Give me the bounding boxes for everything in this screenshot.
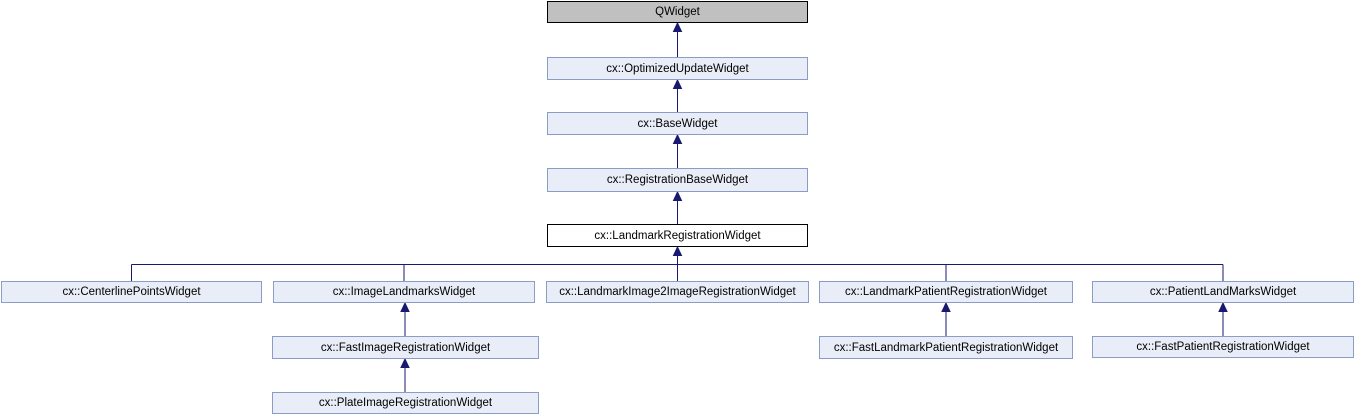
- edge-landmarkregistrationwidget-to-registrationbasewidget: [672, 190, 683, 224]
- edge-basewidget-to-optimizedupdatewidget: [672, 78, 683, 112]
- edge-registrationbasewidget-to-basewidget: [672, 133, 683, 168]
- node-cx-basewidget[interactable]: cx::BaseWidget: [547, 112, 808, 135]
- edge-optimizedupdatewidget-to-qwidget: [672, 21, 683, 57]
- node-qwidget: QWidget: [547, 1, 808, 23]
- node-cx-plateimageregistrationwidget[interactable]: cx::PlateImageRegistrationWidget: [272, 392, 539, 414]
- node-cx-fastimageregistrationwidget[interactable]: cx::FastImageRegistrationWidget: [272, 336, 539, 359]
- node-cx-landmarkpatientregistrationwidget[interactable]: cx::LandmarkPatientRegistrationWidget: [819, 281, 1073, 303]
- edge-subclasses-bus: [131, 245, 1224, 281]
- edge-plateimageregistrationwidget-to-fastimageregistrationwidget: [400, 357, 410, 392]
- node-cx-landmarkimage2imageregistrationwidget[interactable]: cx::LandmarkImage2ImageRegistrationWidge…: [546, 281, 809, 303]
- node-cx-optimizedupdatewidget[interactable]: cx::OptimizedUpdateWidget: [547, 57, 808, 80]
- node-cx-imagelandmarkswidget[interactable]: cx::ImageLandmarksWidget: [273, 281, 535, 303]
- node-cx-registrationbasewidget[interactable]: cx::RegistrationBaseWidget: [547, 168, 808, 192]
- node-cx-fastlandmarkpatientregistrationwidget[interactable]: cx::FastLandmarkPatientRegistrationWidge…: [819, 336, 1073, 359]
- edge-fastimageregistrationwidget-to-imagelandmarkswidget: [400, 301, 410, 336]
- node-cx-fastpatientregistrationwidget[interactable]: cx::FastPatientRegistrationWidget: [1092, 336, 1354, 358]
- edge-fastpatientregistrationwidget-to-patientlandmarkswidget: [1218, 301, 1228, 336]
- node-cx-landmarkregistrationwidget: cx::LandmarkRegistrationWidget: [547, 224, 808, 247]
- edge-fastlandmarkpatientregistrationwidget-to-landmarkpatientregistrationwidget: [941, 301, 951, 336]
- node-cx-patientlandmarkswidget[interactable]: cx::PatientLandMarksWidget: [1092, 281, 1354, 303]
- node-cx-centerlinepointswidget[interactable]: cx::CenterlinePointsWidget: [1, 281, 262, 303]
